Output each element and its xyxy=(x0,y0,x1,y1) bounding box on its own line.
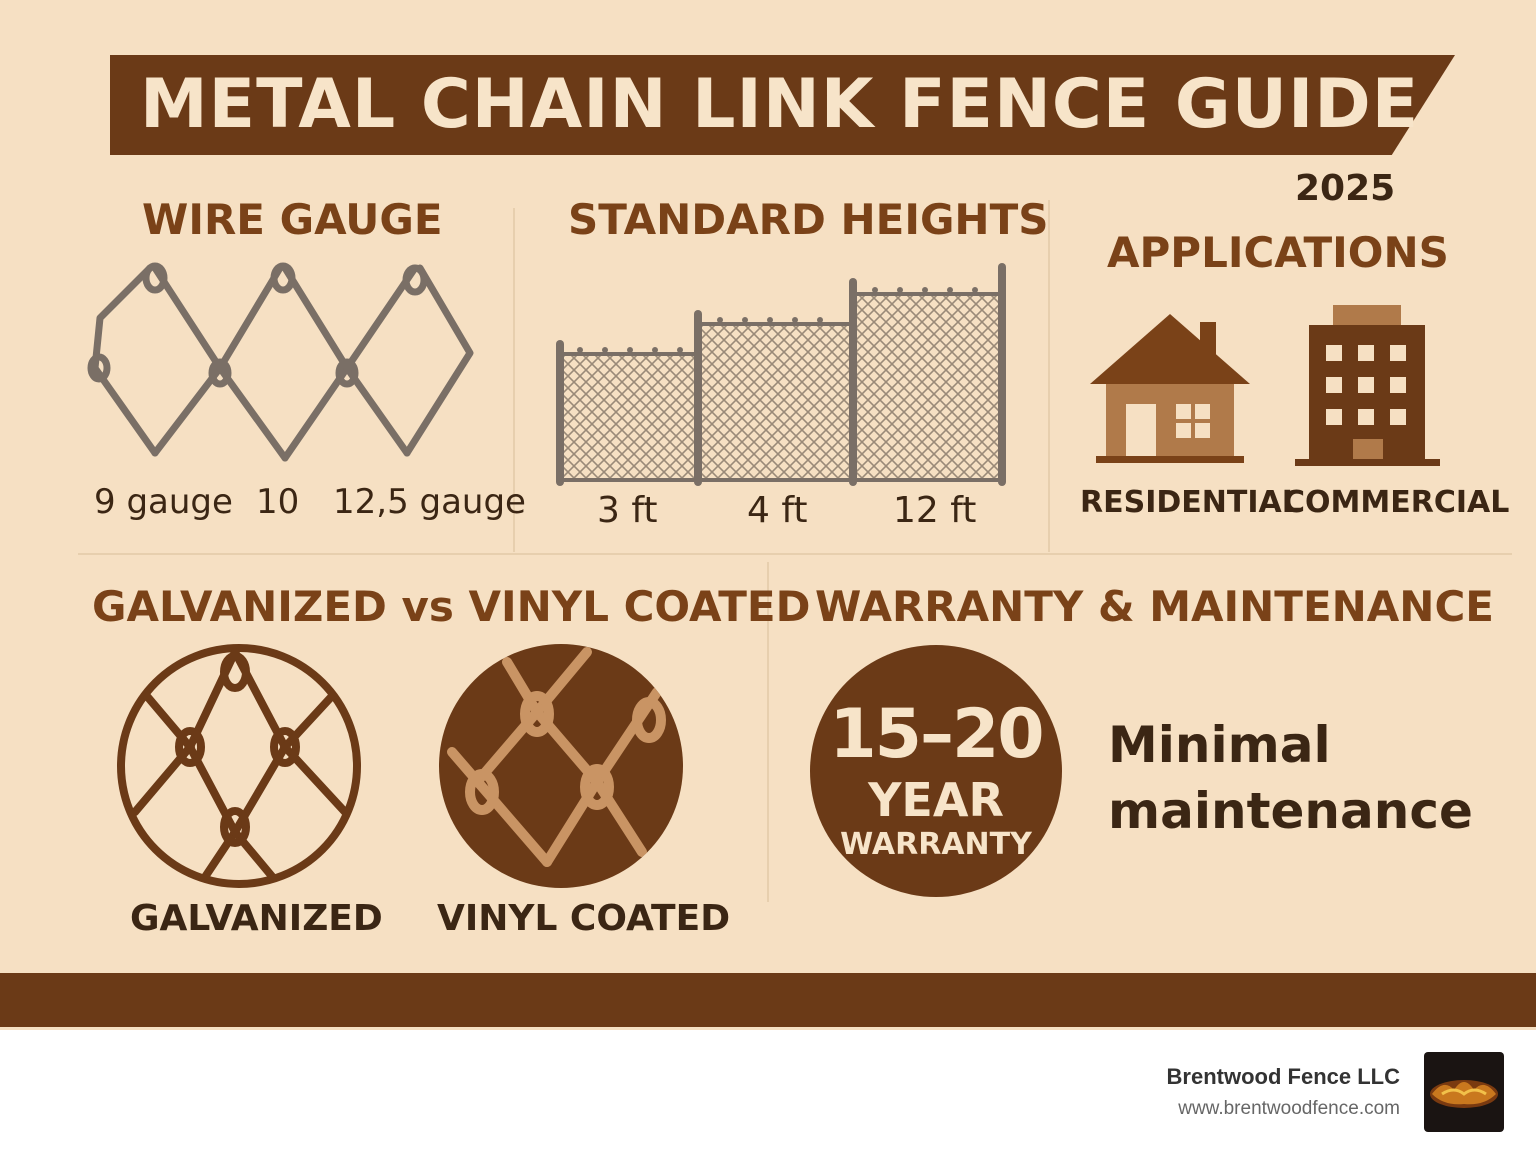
gauge-label-12-5: 12,5 gauge xyxy=(333,482,526,522)
coating-label-vinyl-coated: VINYL COATED xyxy=(437,898,731,939)
wire-gauge-mesh-icon xyxy=(87,262,474,462)
application-label-residential: RESIDENTIAL xyxy=(1080,485,1301,520)
maintenance-line-1: Minimal xyxy=(1108,716,1331,774)
house-icon xyxy=(1090,314,1250,463)
coating-heading: GALVANIZED vs VINYL COATED xyxy=(92,582,811,631)
poster-panel xyxy=(12,55,1532,973)
page-title: METAL CHAIN LINK FENCE GUIDE xyxy=(140,65,1420,144)
warranty-year-label: YEAR xyxy=(868,773,1004,827)
commercial-building-icon xyxy=(1295,305,1440,466)
vinyl-coated-mesh-icon xyxy=(439,644,683,888)
applications-heading: APPLICATIONS xyxy=(1107,228,1449,277)
bottom-band xyxy=(0,973,1536,1027)
warranty-years-range: 15–20 xyxy=(829,695,1044,774)
divider-vertical-2 xyxy=(1048,200,1050,552)
logo-flame-icon xyxy=(1430,1080,1498,1108)
company-name: Brentwood Fence LLC xyxy=(1166,1064,1400,1089)
height-label-12ft: 12 ft xyxy=(893,490,977,531)
warranty-badge: 15–20 YEAR WARRANTY xyxy=(810,645,1062,897)
company-url[interactable]: www.brentwoodfence.com xyxy=(1178,1098,1400,1119)
infographic-poster: METAL CHAIN LINK FENCE GUIDE WIRE GAUGE xyxy=(0,0,1536,1030)
maintenance-text: Minimal maintenance xyxy=(1108,712,1473,844)
gauge-label-9: 9 gauge xyxy=(94,482,233,522)
company-logo xyxy=(1424,1052,1504,1132)
wire-gauge-heading: WIRE GAUGE xyxy=(142,195,443,244)
height-label-3ft: 3 ft xyxy=(597,490,658,531)
coating-label-galvanized: GALVANIZED xyxy=(130,898,383,939)
warranty-word-label: WARRANTY xyxy=(840,827,1032,862)
divider-vertical-1 xyxy=(513,208,515,552)
standard-heights-heading: STANDARD HEIGHTS xyxy=(568,195,1049,244)
height-label-4ft: 4 ft xyxy=(747,490,808,531)
divider-horizontal xyxy=(78,553,1512,555)
gauge-label-10: 10 xyxy=(256,482,300,522)
application-label-commercial: COMMERCIAL xyxy=(1283,485,1510,520)
title-banner xyxy=(110,55,1455,155)
galvanized-mesh-icon xyxy=(117,644,361,888)
divider-vertical-3 xyxy=(767,562,769,902)
fence-heights-illustration xyxy=(556,263,1006,486)
warranty-heading: WARRANTY & MAINTENANCE xyxy=(815,582,1494,631)
applications-year: 2025 xyxy=(1295,168,1396,209)
maintenance-line-2: maintenance xyxy=(1108,782,1473,840)
